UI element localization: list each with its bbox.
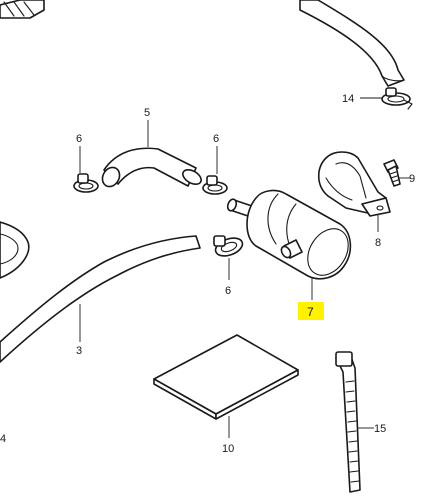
callout-6-lower: 6: [225, 285, 231, 297]
hose-3: [0, 235, 201, 363]
edge-object-left: [0, 221, 30, 279]
callout-10: 10: [222, 443, 234, 455]
hose-5: [101, 147, 202, 188]
callout-4: 4: [0, 433, 6, 445]
callout-7-highlight: [298, 302, 324, 320]
bolt-9: [383, 159, 401, 187]
callout-6-left: 6: [76, 133, 82, 145]
clamp-14: [381, 87, 413, 110]
tie-strap-15: [335, 351, 361, 493]
callout-3: 3: [76, 345, 82, 357]
fuel-filter-7: [226, 189, 352, 280]
hose-top-left: [0, 0, 45, 19]
callout-15: 15: [374, 423, 386, 435]
callout-7: 7: [307, 305, 314, 319]
hose-top-curved: [299, 0, 405, 87]
bracket-8: [317, 151, 391, 217]
clamp-6-left: [73, 173, 99, 193]
clamp-6-right-upper: [202, 175, 228, 195]
callout-6-right-upper: 6: [213, 133, 219, 145]
callout-5: 5: [144, 107, 150, 119]
callout-8: 8: [375, 237, 381, 249]
clamp-6-lower: [213, 235, 244, 257]
pad-10: [153, 334, 299, 420]
callout-9: 9: [409, 173, 415, 185]
callout-14: 14: [342, 93, 354, 105]
